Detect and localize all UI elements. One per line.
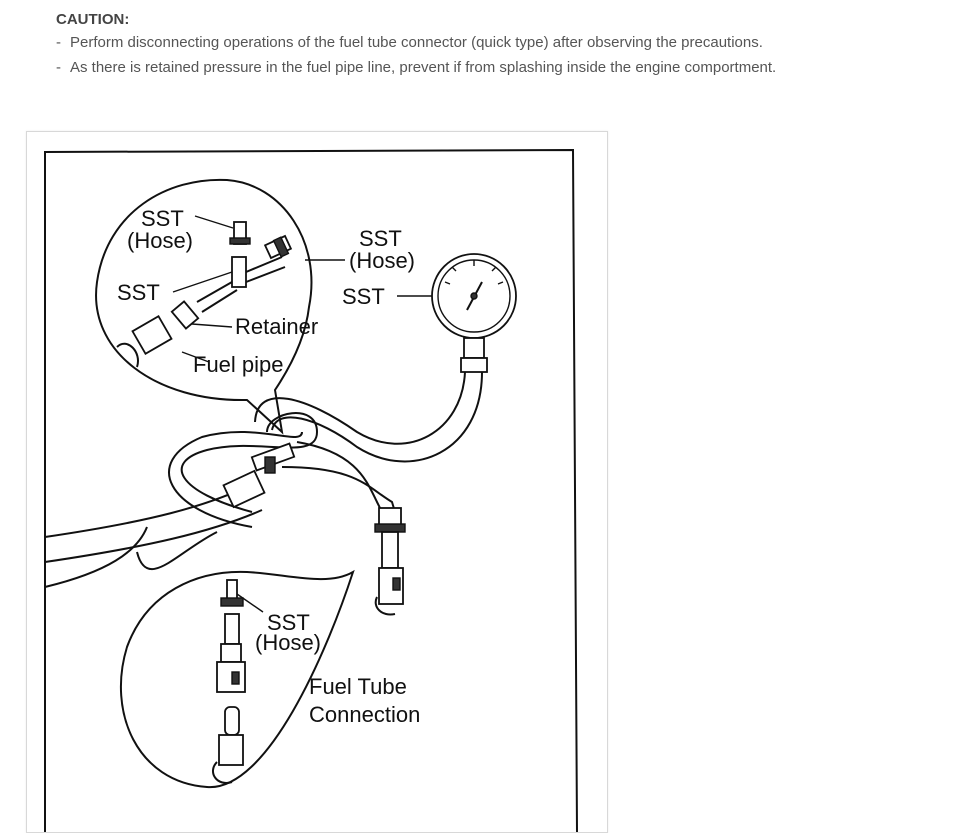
caution-item-2: -As there is retained pressure in the fu… — [56, 59, 777, 76]
label-sst-tee: SST — [117, 280, 160, 305]
caution-title: CAUTION: — [56, 11, 130, 28]
label-fuel-tube-line2: Connection — [309, 702, 420, 727]
main-hose — [168, 412, 396, 528]
hose-junction — [222, 442, 296, 509]
fuel-pressure-diagram: SST (Hose) SST Retainer Fuel pipe SST (H… — [44, 148, 578, 832]
pressure-gauge — [431, 253, 517, 373]
top-detail-circle — [95, 178, 313, 435]
label-sst-hose-right-line2: (Hose) — [349, 248, 415, 273]
label-sst-hose-right-line1: SST — [359, 226, 402, 251]
caution-block: CAUTION: -Perform disconnecting operatio… — [56, 10, 956, 80]
caution-item-text: As there is retained pressure in the fue… — [70, 59, 777, 76]
label-sst-gauge: SST — [342, 284, 385, 309]
fuel-tube-connector-right — [374, 507, 406, 616]
figure-frame: SST (Hose) SST Retainer Fuel pipe SST (H… — [26, 131, 608, 833]
gauge-hose — [254, 371, 483, 463]
leader-lines — [172, 215, 432, 613]
caution-item-text: Perform disconnecting operations of the … — [70, 34, 763, 51]
label-sst-hose-top-line1: SST — [141, 206, 184, 231]
caution-item-1: -Perform disconnecting operations of the… — [56, 34, 763, 51]
diagram-border — [44, 148, 578, 832]
label-fuel-tube-line1: Fuel Tube — [309, 674, 407, 699]
label-sst-hose-bottom-line1: SST — [267, 610, 310, 635]
label-sst-hose-top-line2: (Hose) — [127, 228, 193, 253]
label-sst-hose-bottom-line2: (Hose) — [255, 630, 321, 655]
bottom-detail-circle — [119, 569, 355, 789]
label-fuel-pipe: Fuel pipe — [193, 352, 284, 377]
label-retainer: Retainer — [235, 314, 318, 339]
